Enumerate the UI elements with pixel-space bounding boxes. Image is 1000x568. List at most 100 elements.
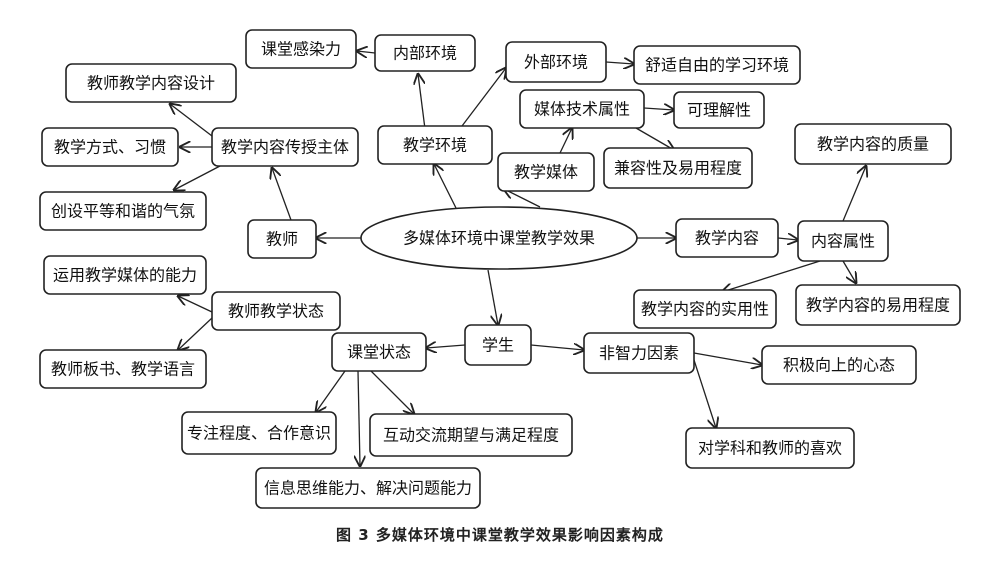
node-jianrong-yiyong: 兼容性及易用程度 xyxy=(603,147,753,189)
node-label: 内部环境 xyxy=(393,44,457,63)
arrow-23 xyxy=(178,296,213,313)
node-hudong-jiaoliu: 互动交流期望与满足程度 xyxy=(369,413,573,457)
arrow-26 xyxy=(693,359,716,428)
node-pingdeng-qifen: 创设平等和谐的气氛 xyxy=(39,191,207,231)
node-box xyxy=(505,41,607,83)
node-box xyxy=(673,91,765,129)
node-label: 外部环境 xyxy=(524,53,588,72)
center-node: 多媒体环境中课堂教学效果 xyxy=(360,206,638,270)
node-box xyxy=(377,125,493,165)
node-box xyxy=(39,349,207,389)
arrow-9 xyxy=(635,127,674,150)
arrow-20 xyxy=(487,269,498,325)
node-box xyxy=(43,255,207,295)
node-label: 媒体技术属性 xyxy=(534,100,630,119)
node-xinxi-siwei: 信息思维能力、解决问题能力 xyxy=(255,467,481,509)
arrow-3 xyxy=(461,68,506,127)
node-label: 学生 xyxy=(482,336,514,355)
node-box xyxy=(211,127,359,167)
node-banshu-yuyan: 教师板书、教学语言 xyxy=(39,349,207,389)
arrow-22 xyxy=(530,345,584,350)
node-box xyxy=(633,45,801,85)
node-label: 专注程度、合作意识 xyxy=(187,424,331,443)
node-label: 教学环境 xyxy=(403,136,467,155)
node-meiti-jishu-shuxing: 媒体技术属性 xyxy=(519,89,645,129)
node-box xyxy=(39,191,207,231)
node-xike-xihuan: 对学科和教师的喜欢 xyxy=(685,427,855,469)
node-label: 教师板书、教学语言 xyxy=(51,360,195,379)
node-label: 积极向上的心态 xyxy=(783,356,895,375)
arrow-1 xyxy=(418,74,426,130)
node-jiaoxue-neirong: 教学内容 xyxy=(675,218,779,258)
arrow-6 xyxy=(504,189,541,208)
node-neibu-huanjing: 内部环境 xyxy=(374,34,476,72)
node-label: 创设平等和谐的气氛 xyxy=(51,202,195,221)
arrow-2 xyxy=(357,51,376,53)
node-jiaoxue-meiti: 教学媒体 xyxy=(497,152,595,192)
node-label: 教师教学状态 xyxy=(228,302,324,321)
arrow-14 xyxy=(174,165,221,190)
node-box xyxy=(374,34,476,72)
influence-factor-diagram: 多媒体环境中课堂教学效果 课堂感染力 内部环境 外部环境 舒适自由的学习环境媒体技术属… xyxy=(39,29,961,509)
figure-caption: 图 3 多媒体环境中课堂教学效果影响因素构成 xyxy=(336,526,664,544)
node-label: 教师教学内容设计 xyxy=(87,74,215,93)
node-neirong-sheji: 教师教学内容设计 xyxy=(65,63,237,103)
node-box xyxy=(369,413,573,457)
node-fei-zhili: 非智力因素 xyxy=(583,332,695,374)
arrow-21 xyxy=(426,345,466,348)
arrow-24 xyxy=(178,317,213,350)
node-box xyxy=(685,427,855,469)
node-ketang-zhuangtai: 课堂状态 xyxy=(331,332,427,372)
node-zhuanzhu-hezuo: 专注程度、合作意识 xyxy=(181,411,337,455)
arrow-29 xyxy=(370,370,414,414)
arrow-19 xyxy=(842,260,856,283)
node-label: 课堂感染力 xyxy=(261,40,341,59)
arrow-27 xyxy=(316,370,346,412)
node-meiti-nengli: 运用教学媒体的能力 xyxy=(43,255,207,295)
node-box xyxy=(795,284,961,326)
node-box xyxy=(247,219,317,259)
node-box xyxy=(583,332,695,374)
arrow-8 xyxy=(643,108,674,110)
node-box xyxy=(603,147,753,189)
node-box xyxy=(331,332,427,372)
node-box xyxy=(761,345,917,385)
node-box xyxy=(633,289,777,329)
node-neirong-zhiliang: 教学内容的质量 xyxy=(794,123,952,165)
node-box xyxy=(255,467,481,509)
arrow-25 xyxy=(693,352,762,365)
node-label: 教学内容的易用程度 xyxy=(806,296,950,315)
node-ketang-ganranli: 课堂感染力 xyxy=(245,29,357,69)
node-box xyxy=(65,63,237,103)
node-label: 运用教学媒体的能力 xyxy=(53,266,197,285)
connector-arrows xyxy=(170,51,866,466)
diagram-nodes: 多媒体环境中课堂教学效果 课堂感染力 内部环境 外部环境 舒适自由的学习环境媒体技术属… xyxy=(39,29,961,509)
node-box xyxy=(675,218,779,258)
node-box xyxy=(211,291,341,331)
node-label: 可理解性 xyxy=(687,101,751,120)
node-jiaoshi: 教师 xyxy=(247,219,317,259)
arrow-18 xyxy=(722,260,821,292)
node-waibu-huanjing: 外部环境 xyxy=(505,41,607,83)
node-xuesheng: 学生 xyxy=(464,324,532,366)
node-box xyxy=(519,89,645,129)
arrow-5 xyxy=(434,164,457,209)
node-ke-lijie: 可理解性 xyxy=(673,91,765,129)
arrow-12 xyxy=(170,104,213,137)
arrow-16 xyxy=(777,238,798,240)
arrow-28 xyxy=(358,370,360,466)
node-box xyxy=(245,29,357,69)
node-label: 教学内容 xyxy=(695,229,759,248)
node-label: 舒适自由的学习环境 xyxy=(645,56,789,75)
arrow-4 xyxy=(605,62,634,64)
node-jiaoshi-zhuangtai: 教师教学状态 xyxy=(211,291,341,331)
node-shiyongxing: 教学内容的实用性 xyxy=(633,289,777,329)
node-label: 兼容性及易用程度 xyxy=(614,159,742,178)
arrow-17 xyxy=(842,166,866,222)
node-shushi-huanjing: 舒适自由的学习环境 xyxy=(633,45,801,85)
node-label: 对学科和教师的喜欢 xyxy=(698,439,842,458)
center-node-label: 多媒体环境中课堂教学效果 xyxy=(403,229,595,248)
node-label: 教学内容传授主体 xyxy=(221,138,349,157)
node-box xyxy=(497,152,595,192)
node-label: 教师 xyxy=(266,230,298,249)
